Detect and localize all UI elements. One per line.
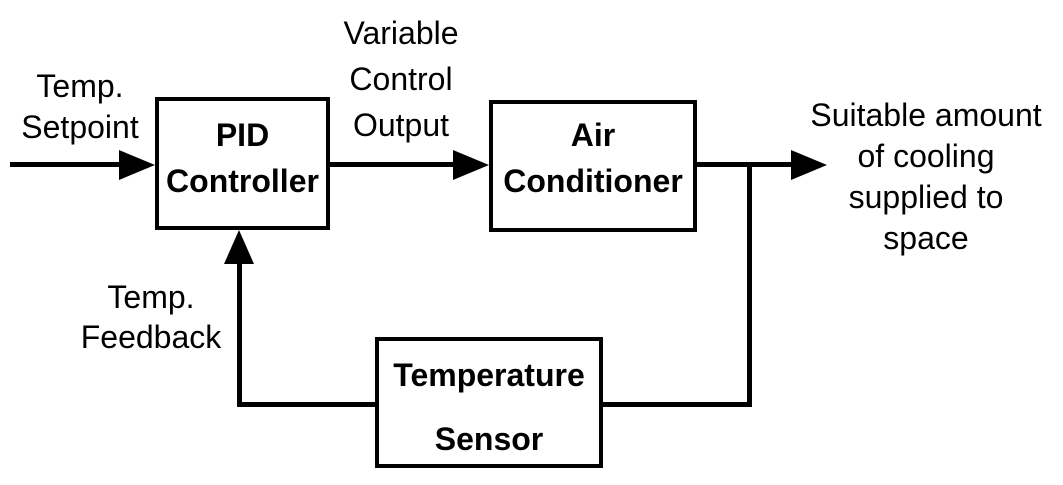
air-conditioner-block-line2: Conditioner: [503, 163, 683, 199]
system-output-label-line4: space: [883, 220, 969, 256]
sensor-input-line: [601, 402, 752, 407]
air-conditioner-block-line1: Air: [570, 117, 616, 153]
control-output-label: Variable Control Output: [285, 10, 517, 148]
system-output-label: Suitable amount of cooling supplied to s…: [791, 95, 1061, 259]
control-output-label-line3: Output: [352, 107, 450, 143]
pid-controller-block: PID Controller: [155, 97, 330, 230]
feedback-label-line2: Feedback: [80, 319, 222, 355]
control-output-label-line1: Variable: [343, 15, 459, 51]
setpoint-line: [10, 162, 122, 167]
temperature-sensor-block-line1: Temperature: [393, 356, 585, 393]
setpoint-label: Temp. Setpoint: [0, 66, 160, 148]
pid-controller-block-line2: Controller: [166, 162, 319, 199]
system-output-label-line1: Suitable amount: [810, 97, 1042, 133]
system-output-line: [697, 162, 793, 167]
setpoint-arrowhead-icon: [119, 150, 155, 180]
feedback-horizontal-line: [237, 402, 377, 407]
feedback-label-line1: Temp.: [107, 279, 195, 315]
feedback-label: Temp. Feedback: [46, 277, 256, 357]
output-branch-line: [747, 162, 752, 407]
control-output-arrowhead-icon: [453, 150, 489, 180]
feedback-arrowhead-icon: [224, 230, 254, 264]
system-output-arrowhead-icon: [791, 150, 827, 180]
setpoint-label-line2: Setpoint: [21, 109, 139, 145]
temperature-sensor-block: Temperature Sensor: [375, 337, 603, 468]
pid-controller-block-line1: PID: [215, 116, 270, 153]
control-output-label-line2: Control: [349, 61, 453, 97]
temperature-sensor-block-line2: Sensor: [434, 420, 544, 457]
control-output-line: [330, 162, 455, 167]
system-output-label-line3: supplied to: [848, 179, 1004, 215]
setpoint-label-line1: Temp.: [36, 68, 124, 104]
system-output-label-line2: of cooling: [857, 138, 995, 174]
air-conditioner-block: Air Conditioner: [489, 100, 697, 232]
feedback-vertical-line: [237, 262, 242, 407]
